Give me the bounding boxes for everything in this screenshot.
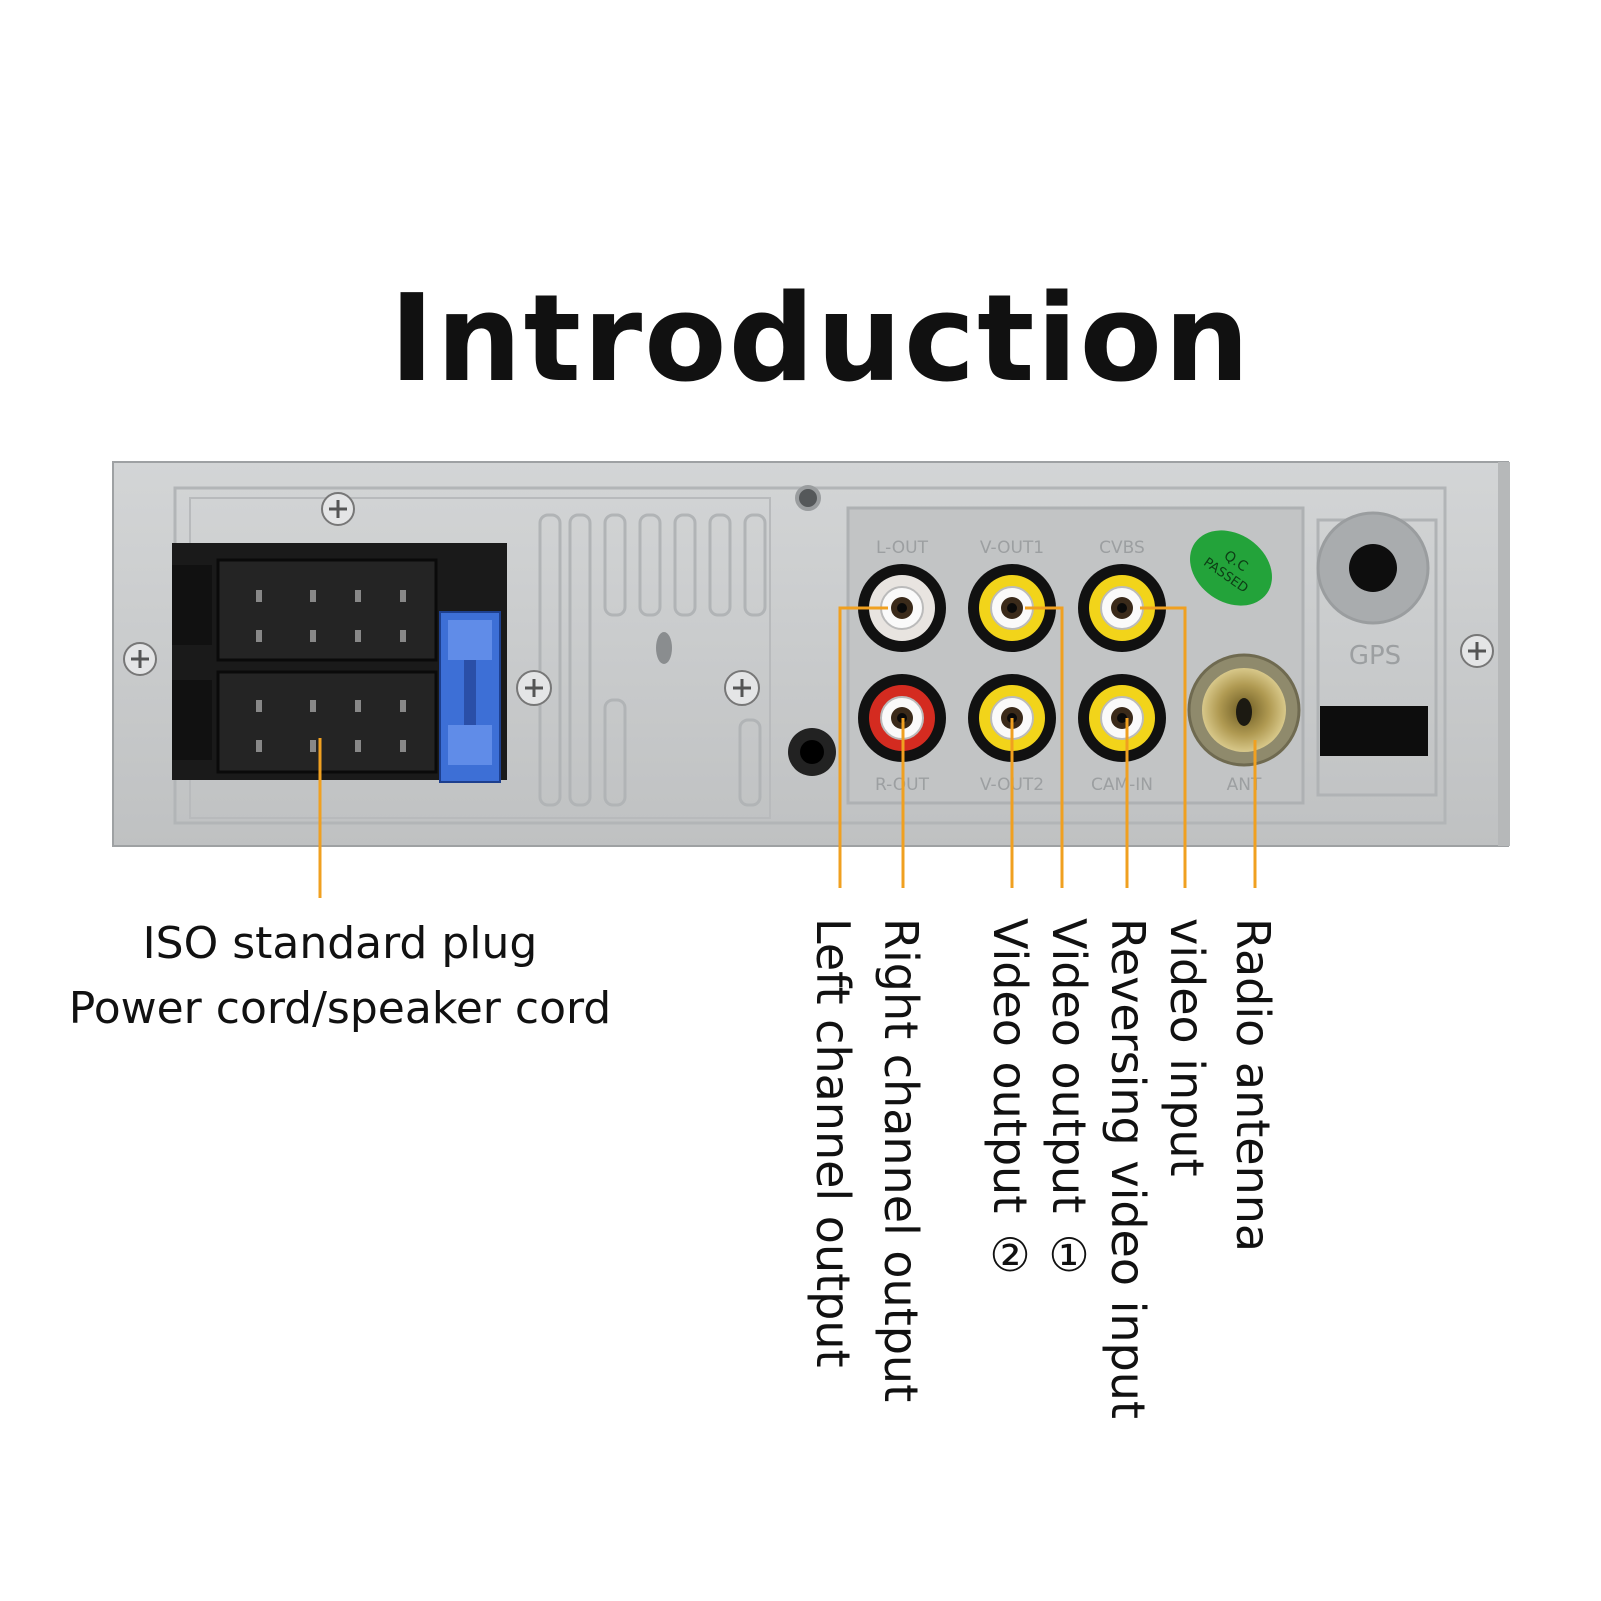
rca-jack-cam-in [1078,674,1166,762]
rca-jacks [858,564,1166,762]
aux-jack [788,728,836,776]
rca-block [846,506,1305,805]
leader-lines [318,606,1257,898]
iso-plug-label: ISO standard plug [142,918,538,969]
rca-jack-v-out1 [968,564,1056,652]
panel-engravings: L-OUT V-OUT1 CVBS R-OUT V-OUT2 CAM-IN AN… [875,538,1401,795]
slot-hole [656,632,672,664]
mount-hole [795,485,821,511]
screw-icon [1460,634,1494,668]
heat-sink-ribs [538,513,767,807]
leader-left-channel [838,606,888,888]
rca-jack-cvbs [1078,564,1166,652]
label-video-output-1: Video output ① [1042,918,1096,1282]
power-speaker-cord-label: Power cord/speaker cord [68,983,612,1034]
label-right-channel-output: Right channel output [874,918,928,1403]
antenna-socket [1187,653,1301,767]
engraving-gps: GPS [1349,641,1401,671]
label-video-input: video input [1160,918,1214,1177]
gps-section [1316,511,1438,797]
engraving-cvbs: CVBS [1099,538,1145,558]
engraving-v-out1: V-OUT1 [980,538,1044,558]
screw-icon [516,670,552,706]
leader-video-input [1140,606,1187,888]
screw-icon [321,492,355,526]
engraving-cam-in: CAM-IN [1091,775,1153,795]
connector-pins [256,590,406,752]
leader-video-output-1 [1025,606,1064,888]
label-reversing-video-input: Reversing video input [1101,918,1155,1419]
qc-passed-badge: Q.C PASSED [1190,530,1272,606]
screw-icon [724,670,760,706]
rca-jack-l-out [858,564,946,652]
iso-connector [172,543,507,783]
label-left-channel-output: Left channel output [806,918,860,1368]
label-radio-antenna: Radio antenna [1226,918,1280,1253]
page-title: Introduction [389,270,1252,409]
screw-icon [123,642,157,676]
engraving-l-out: L-OUT [876,538,929,558]
label-video-output-2: Video output ② [983,918,1037,1282]
engraving-ant: ANT [1227,775,1262,795]
fuse-icon [439,611,501,783]
